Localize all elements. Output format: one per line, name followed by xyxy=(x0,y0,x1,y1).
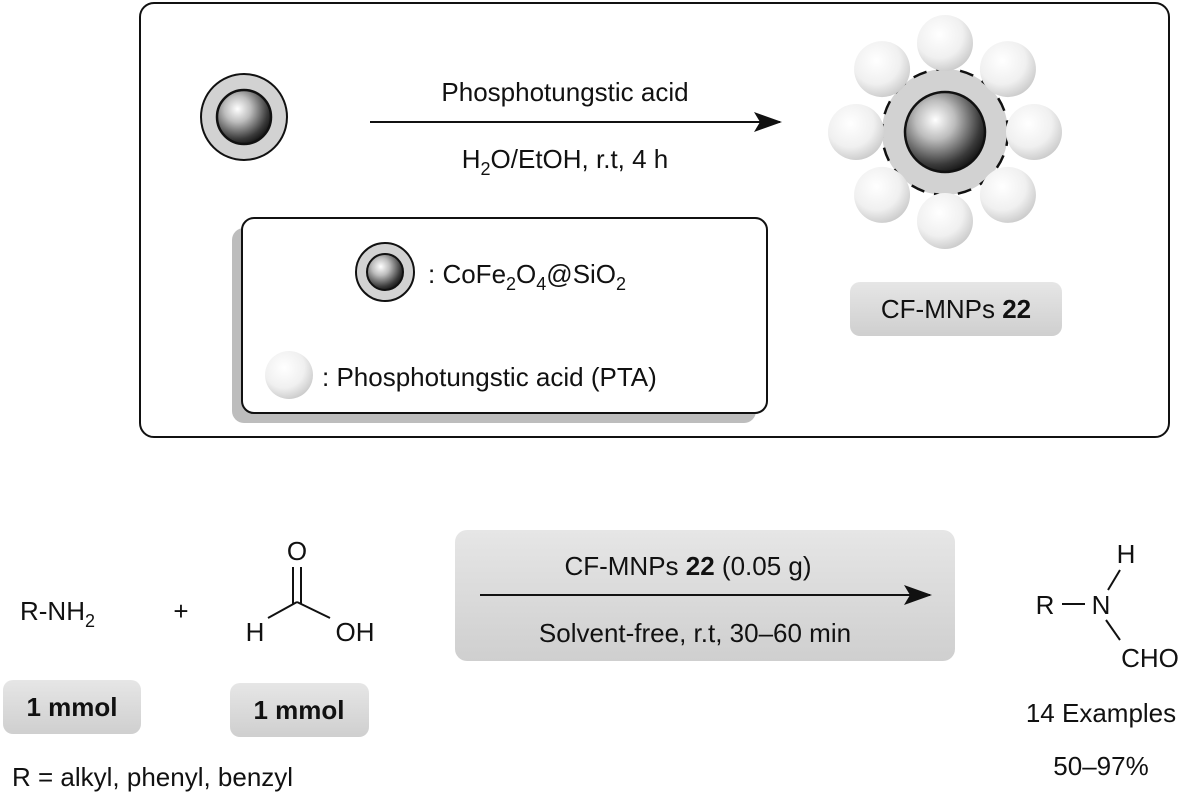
svg-text:1 mmol: 1 mmol xyxy=(26,692,117,722)
core-shell-particle xyxy=(200,73,288,161)
synthesis-conditions: H2O/EtOH, r.t, 4 h xyxy=(462,144,669,179)
svg-text:H: H xyxy=(1117,539,1136,569)
amine-amount: 1 mmol xyxy=(3,680,141,734)
amine-reactant: R-NH2 xyxy=(20,596,95,631)
pta-sphere xyxy=(979,41,1036,98)
catalyst-label: CF-MNPs 22 xyxy=(850,282,1062,336)
legend-box: : CoFe2O4@SiO2 : Phosphotungstic acid (P… xyxy=(232,217,768,423)
legend-pta-icon xyxy=(265,351,313,399)
reaction-conditions-box: CF-MNPs 22 (0.05 g) Solvent-free, r.t, 3… xyxy=(455,530,955,661)
svg-text:O: O xyxy=(287,536,307,566)
pta-sphere xyxy=(854,41,911,98)
formamide-product: R N H CHO xyxy=(1036,539,1179,673)
legend-pta-label: : Phosphotungstic acid (PTA) xyxy=(322,362,657,392)
pta-sphere xyxy=(828,104,884,160)
pta-sphere xyxy=(1006,104,1062,160)
svg-text:CF-MNPs 22 (0.05 g): CF-MNPs 22 (0.05 g) xyxy=(564,551,811,581)
pta-sphere xyxy=(917,15,973,71)
acid-amount: 1 mmol xyxy=(230,683,369,737)
functionalized-particle xyxy=(828,15,1062,249)
pta-sphere xyxy=(854,166,911,223)
svg-text:CF-MNPs 22: CF-MNPs 22 xyxy=(881,294,1031,324)
yield-range: 50–97% xyxy=(1053,751,1148,781)
pta-sphere xyxy=(917,193,973,249)
examples-count: 14 Examples xyxy=(1026,698,1176,728)
svg-text:OH: OH xyxy=(336,617,375,647)
legend-core-shell-label: : CoFe2O4@SiO2 xyxy=(428,259,626,294)
svg-text:Solvent-free, r.t, 30–60 min: Solvent-free, r.t, 30–60 min xyxy=(539,618,851,648)
reagent-label: Phosphotungstic acid xyxy=(441,77,688,107)
svg-text:N: N xyxy=(1092,590,1111,620)
formic-acid: O H OH xyxy=(246,536,375,647)
svg-text:R: R xyxy=(1036,590,1055,620)
r-group-definition: R = alkyl, phenyl, benzyl xyxy=(12,762,293,792)
svg-text:H: H xyxy=(246,617,265,647)
plus-sign: + xyxy=(173,596,188,626)
svg-text:CHO: CHO xyxy=(1121,643,1179,673)
svg-text:1 mmol: 1 mmol xyxy=(253,695,344,725)
pta-sphere xyxy=(979,166,1036,223)
